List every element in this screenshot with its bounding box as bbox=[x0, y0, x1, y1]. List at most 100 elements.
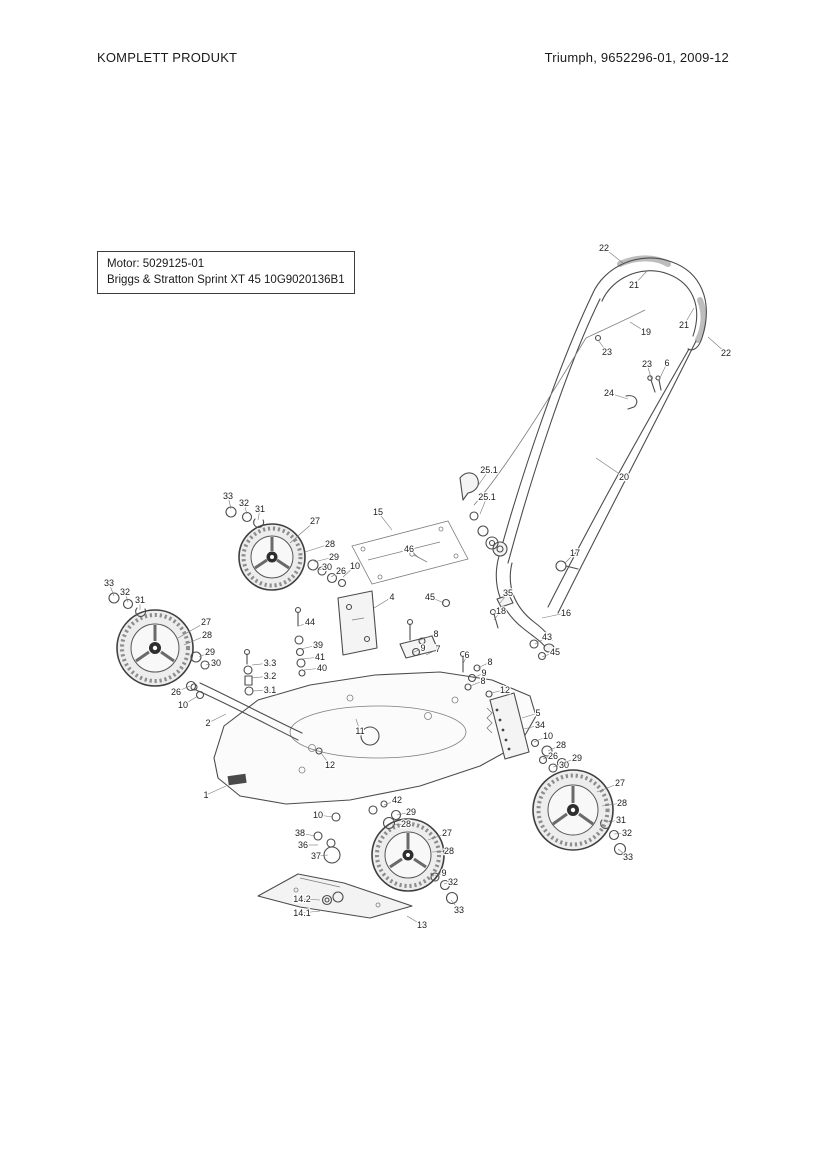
callout-leader-line bbox=[450, 899, 460, 911]
bracket-35-18 bbox=[441, 560, 579, 661]
callout-label: 26 bbox=[171, 687, 181, 697]
callout-leader-line bbox=[479, 496, 488, 515]
callout-leader-line bbox=[462, 654, 468, 665]
callout-label: 18 bbox=[496, 606, 506, 616]
callout-leader-line bbox=[406, 915, 423, 926]
bolt-12-right bbox=[485, 690, 493, 698]
mower-deck bbox=[213, 671, 537, 805]
callout-leader-line bbox=[198, 651, 211, 658]
callout-leader-line bbox=[342, 565, 356, 578]
page-title: KOMPLETT PRODUKT bbox=[97, 50, 238, 65]
motor-info-box: Motor: 5029125-01 Briggs & Stratton Spri… bbox=[97, 251, 355, 295]
deck-label-patch bbox=[227, 773, 247, 786]
callout-label: 3.1 bbox=[264, 685, 277, 695]
motor-model: Briggs & Stratton Sprint XT 45 10G902013… bbox=[107, 274, 345, 287]
callout-leader-line bbox=[124, 591, 129, 603]
callout-label: 25.1 bbox=[480, 465, 498, 475]
callout-label: 13 bbox=[417, 920, 427, 930]
callout-label: 30 bbox=[211, 658, 221, 668]
callout-leader-line bbox=[355, 718, 361, 732]
callout-leader-line bbox=[469, 680, 484, 687]
callout-leader-line bbox=[552, 764, 565, 768]
callout-leader-line bbox=[425, 648, 439, 656]
callout-label: 28 bbox=[617, 798, 627, 808]
callout-leader-line bbox=[108, 582, 115, 597]
callout-leader-line bbox=[707, 336, 727, 354]
callout-leader-line bbox=[597, 339, 608, 353]
callout-label: 4 bbox=[389, 592, 394, 602]
bracket-7-hardware bbox=[399, 618, 439, 659]
callout-leader-line bbox=[617, 848, 629, 858]
callout-label: 26 bbox=[548, 751, 558, 761]
callout-leader-line bbox=[227, 495, 232, 510]
callout-leader-line bbox=[601, 802, 623, 807]
callout-label: 10 bbox=[313, 810, 323, 820]
callout-leader-line bbox=[533, 735, 549, 743]
callout-leader-line bbox=[251, 675, 271, 679]
motor-number: Motor: 5029125-01 bbox=[107, 258, 205, 270]
document-reference: Triumph, 9652296-01, 2009-12 bbox=[544, 50, 729, 65]
callout-label: 31 bbox=[135, 595, 145, 605]
callout-leader-line bbox=[472, 672, 485, 679]
callout-leader-line bbox=[499, 592, 509, 604]
callout-label: 32 bbox=[120, 587, 130, 597]
callout-leader-line bbox=[408, 548, 420, 559]
callout-leader-line bbox=[175, 685, 191, 693]
washer-45-right bbox=[537, 651, 547, 661]
screw-46 bbox=[413, 554, 428, 563]
callout-leader-line bbox=[313, 556, 335, 563]
callout-label: 10 bbox=[543, 731, 553, 741]
callout-leader-line bbox=[443, 881, 454, 885]
bolt-part6-top bbox=[658, 379, 662, 391]
callout-leader-line bbox=[299, 832, 316, 837]
callout-label: 27 bbox=[442, 828, 452, 838]
callout-label: 37 bbox=[311, 851, 321, 861]
callout-label: 8 bbox=[487, 657, 492, 667]
callout-label: 16 bbox=[561, 608, 571, 618]
callout-label: 28 bbox=[444, 846, 454, 856]
callout-label: 32 bbox=[448, 877, 458, 887]
callout-leader-line bbox=[207, 713, 227, 724]
callout-leader-line bbox=[177, 621, 207, 639]
bolt-12-left bbox=[315, 747, 323, 755]
wheel-rear-left bbox=[116, 609, 194, 687]
callout-leader-line bbox=[411, 647, 424, 654]
callout-label: 12 bbox=[325, 760, 335, 770]
callout-label: 23 bbox=[642, 359, 652, 369]
wheel-hardware bbox=[108, 506, 627, 905]
callout-leader-line bbox=[251, 689, 271, 692]
callout-leader-line bbox=[683, 307, 695, 326]
callout-label: 28 bbox=[202, 630, 212, 640]
callout-label: 21 bbox=[629, 280, 639, 290]
callout-label: 8 bbox=[433, 629, 438, 639]
callout-leader-line bbox=[534, 636, 548, 645]
callout-leader-line bbox=[595, 457, 625, 478]
callout-leader-line bbox=[429, 596, 445, 604]
callout-leader-line bbox=[205, 785, 227, 796]
callout-label: 5 bbox=[535, 708, 540, 718]
callout-label: 14.2 bbox=[293, 894, 311, 904]
callout-leader-line bbox=[564, 552, 576, 564]
hardware-stack-44-39-41-40 bbox=[294, 606, 306, 677]
callout-label: 9 bbox=[441, 868, 446, 878]
callout-leader-line bbox=[562, 757, 578, 764]
callout-leader-line bbox=[658, 362, 668, 381]
callout-label: 41 bbox=[315, 652, 325, 662]
callout-label: 10 bbox=[178, 700, 188, 710]
callout-leader-line bbox=[476, 469, 490, 488]
callout-label: 21 bbox=[679, 320, 689, 330]
callout-label: 12 bbox=[500, 685, 510, 695]
callout-label: 3.3 bbox=[264, 658, 277, 668]
washer-43 bbox=[529, 639, 539, 649]
callout-leader-line bbox=[257, 508, 261, 521]
callout-leader-line bbox=[301, 656, 321, 660]
blade-bolt-14 bbox=[321, 894, 333, 906]
callout-leader-line bbox=[183, 634, 208, 646]
callout-label: 42 bbox=[392, 795, 402, 805]
callout-label: 1 bbox=[203, 790, 208, 800]
callout-label: 10 bbox=[350, 561, 360, 571]
callout-label: 35 bbox=[503, 588, 513, 598]
callout-label: 33 bbox=[223, 491, 233, 501]
callout-label: 3.2 bbox=[264, 671, 277, 681]
